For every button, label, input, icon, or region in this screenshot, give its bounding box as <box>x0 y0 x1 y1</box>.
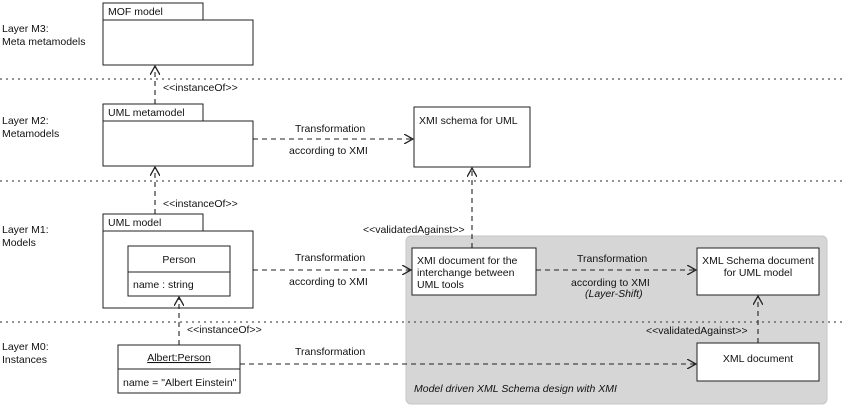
albert-object-attr: name = "Albert Einstein" <box>123 377 237 389</box>
mof-model-package: MOF model <box>102 2 254 66</box>
xmi-document-line-3: UML tools <box>417 279 464 291</box>
person-class-attr: name : string <box>133 279 194 291</box>
uml-metamodel-package: UML metamodel <box>102 103 254 167</box>
layer-m3-desc: Meta metamodels <box>2 36 85 48</box>
layer-m0-desc: Instances <box>2 354 47 366</box>
xmi-document-line-1: XMI document for the <box>417 255 518 267</box>
layer-shift-label: (Layer-Shift) <box>585 288 643 300</box>
person-class: Person name : string <box>127 245 231 297</box>
region-caption: Model driven XML Schema design with XMI <box>414 383 617 395</box>
transformation-label-layer-shift: Transformation <box>577 253 647 265</box>
albert-object-name: Albert:Person <box>147 352 211 364</box>
xml-schema-document-line-1: XML Schema document <box>702 255 814 267</box>
xml-schema-document-line-2: for UML model <box>724 267 792 279</box>
mof-model-title: MOF model <box>108 6 163 18</box>
xmi-schema-label: XMI schema for UML <box>419 115 518 127</box>
layer-m2-desc: Metamodels <box>2 128 59 140</box>
transformation-label-m1: Transformation <box>295 252 365 264</box>
xmi-document-line-2: interchange between <box>417 267 515 279</box>
person-class-name: Person <box>162 254 195 266</box>
albert-person-object: Albert:Person name = "Albert Einstein" <box>117 344 241 394</box>
validated-against-label-xmi: <<validatedAgainst>> <box>363 224 465 236</box>
layer-m3-label: Layer M3: <box>2 23 49 35</box>
instanceof-label-m1-m2: <<instanceOf>> <box>163 198 238 210</box>
according-to-xmi-label-layer-shift: according to XMI <box>571 277 650 289</box>
instanceof-label-m0-m1: <<instanceOf>> <box>187 324 262 336</box>
layer-m1-desc: Models <box>2 237 36 249</box>
uml-model-title: UML model <box>108 217 161 229</box>
xmi-schema-box: XMI schema for UML <box>413 106 531 168</box>
instanceof-label-m2-m3: <<instanceOf>> <box>163 82 238 94</box>
validated-against-label-xml: <<validatedAgainst>> <box>646 325 748 337</box>
according-to-xmi-label-m1: according to XMI <box>289 276 368 288</box>
xml-schema-document-box: XML Schema document for UML model <box>696 247 820 296</box>
xml-document-label: XML document <box>723 353 793 365</box>
according-to-xmi-label-m2: according to XMI <box>289 145 368 157</box>
xmi-document-box: XMI document for the interchange between… <box>411 247 537 296</box>
xml-document-box: XML document <box>696 342 820 382</box>
layer-m2-label: Layer M2: <box>2 115 49 127</box>
layer-m0-label: Layer M0: <box>2 341 49 353</box>
uml-metamodel-title: UML metamodel <box>108 107 185 119</box>
transformation-label-m2: Transformation <box>295 123 365 135</box>
transformation-label-m0: Transformation <box>295 346 365 358</box>
layer-m1-label: Layer M1: <box>2 224 49 236</box>
